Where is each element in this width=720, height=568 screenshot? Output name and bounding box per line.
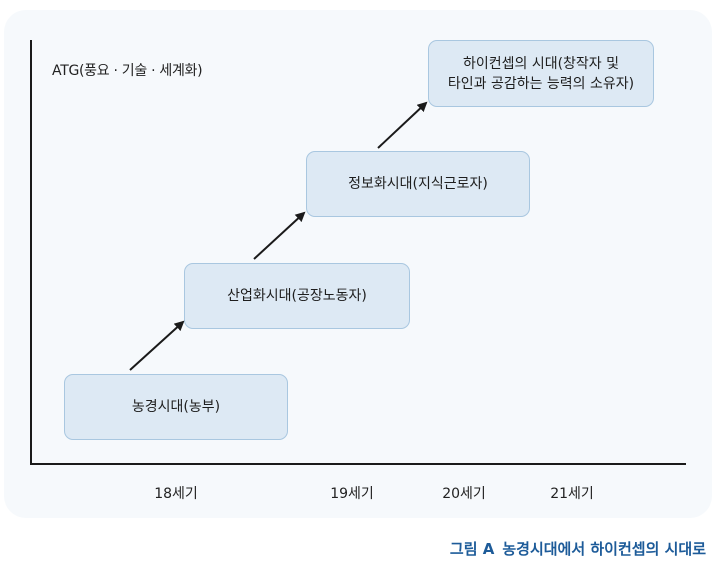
arrow-agri-to-industrial <box>129 320 185 371</box>
x-axis-line <box>30 463 686 465</box>
era-label-information: 정보화시대(지식근로자) <box>348 176 488 192</box>
era-label-high-concept-line1: 하이컨셉의 시대(창작자 및 <box>462 55 620 72</box>
figure-caption-text: 농경시대에서 하이컨셉의 시대로 <box>502 540 706 558</box>
era-box-information: 정보화시대(지식근로자) <box>306 151 530 217</box>
era-label-high-concept-line2: 타인과 공감하는 능력의 소유자) <box>447 75 635 92</box>
y-axis-line <box>30 40 32 464</box>
era-label-industrial: 산업화시대(공장노동자) <box>227 288 367 304</box>
figure-label: 그림 A <box>449 540 495 558</box>
y-axis-label: ATG(풍요 · 기술 · 세계화) <box>52 63 203 79</box>
x-tick-19th-century: 19세기 <box>330 486 374 502</box>
figure-caption: 그림 A 농경시대에서 하이컨셉의 시대로 <box>450 538 706 559</box>
x-tick-20th-century: 20세기 <box>442 486 486 502</box>
era-box-high-concept: 하이컨셉의 시대(창작자 및 타인과 공감하는 능력의 소유자) <box>428 40 654 107</box>
era-box-industrial: 산업화시대(공장노동자) <box>184 263 410 329</box>
era-label-agricultural: 농경시대(농부) <box>131 399 221 415</box>
arrow-information-to-high-concept <box>377 101 428 149</box>
x-tick-18th-century: 18세기 <box>154 486 198 502</box>
x-tick-21st-century: 21세기 <box>550 486 594 502</box>
era-box-agricultural: 농경시대(농부) <box>64 374 288 440</box>
arrow-industrial-to-information <box>253 211 306 260</box>
